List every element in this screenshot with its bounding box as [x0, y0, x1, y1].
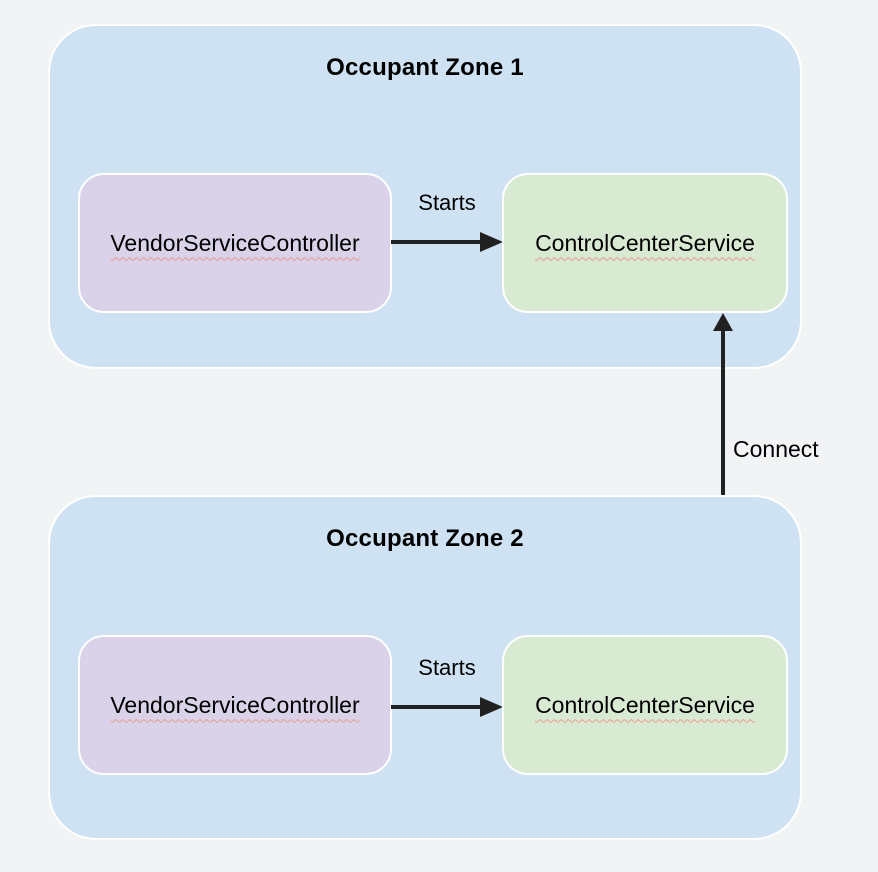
- zone-2-title: Occupant Zone 2: [326, 525, 524, 552]
- zone-1-vendor-service-controller-box: VendorServiceController: [78, 173, 392, 313]
- arrow-shaft: [721, 329, 725, 616]
- occupant-zone-1: Occupant Zone 1 VendorServiceController …: [48, 24, 802, 369]
- zone-1-title: Occupant Zone 1: [326, 54, 524, 81]
- connect-label: Connect: [733, 436, 819, 462]
- zone-2-vendor-label: VendorServiceController: [110, 691, 360, 718]
- zone-1-starts-arrow: [391, 230, 503, 254]
- arrowhead-right-icon: [480, 232, 503, 252]
- arrowhead-right-icon: [480, 697, 503, 717]
- zone-2-vendor-service-controller-box: VendorServiceController: [78, 635, 392, 775]
- zone-1-control-center-service-box: ControlCenterService: [502, 173, 788, 313]
- zone-2-control-label: ControlCenterService: [535, 691, 755, 718]
- zone-2-starts-arrow: [391, 695, 503, 719]
- zone-1-starts-label: Starts: [418, 190, 476, 215]
- zone-2-control-center-service-box: ControlCenterService: [502, 635, 788, 775]
- arrow-shaft: [391, 240, 481, 244]
- arrow-shaft: [391, 705, 481, 709]
- arrowhead-up-icon: [713, 313, 733, 331]
- zone-2-starts-label: Starts: [418, 655, 476, 680]
- occupant-zone-2: Occupant Zone 2 VendorServiceController …: [48, 495, 802, 840]
- zone-1-vendor-label: VendorServiceController: [110, 229, 360, 256]
- zone-1-control-label: ControlCenterService: [535, 229, 755, 256]
